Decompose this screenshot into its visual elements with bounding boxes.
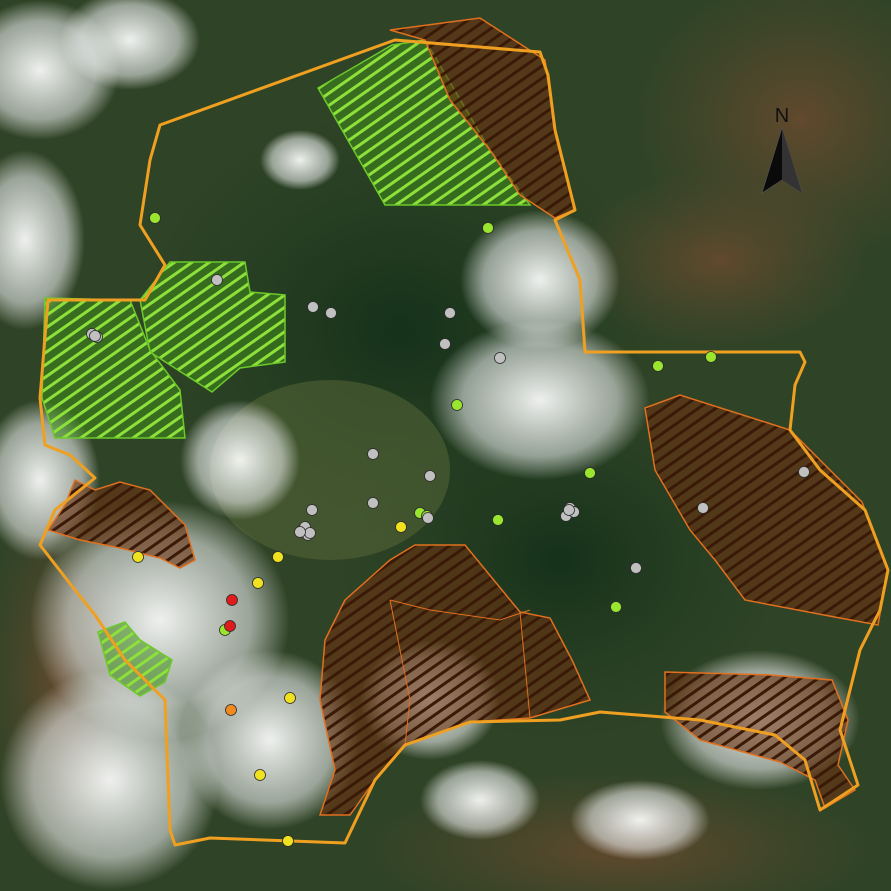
sample-point-yellow[interactable]: [254, 769, 266, 781]
sample-point-gray[interactable]: [563, 504, 575, 516]
sample-point-gray[interactable]: [697, 502, 709, 514]
sample-point-gray[interactable]: [367, 448, 379, 460]
orange-zone-internal-boundary-3: [519, 611, 531, 719]
orange-zone-southeast[interactable]: [664, 671, 857, 810]
orange-zones: [46, 17, 889, 816]
sample-point-gray[interactable]: [444, 307, 456, 319]
sample-point-green[interactable]: [652, 360, 664, 372]
north-arrow-label: N: [775, 105, 789, 127]
sample-point-gray[interactable]: [798, 466, 810, 478]
study-area-boundary[interactable]: [38, 38, 890, 847]
sample-point-yellow[interactable]: [272, 551, 284, 563]
sample-points: [86, 212, 810, 847]
sample-point-green[interactable]: [610, 601, 622, 613]
sample-point-gray[interactable]: [367, 497, 379, 509]
green-zone-west-lower[interactable]: [41, 297, 186, 439]
north-arrow: N: [761, 105, 803, 194]
sample-point-gray[interactable]: [424, 470, 436, 482]
sample-point-gray[interactable]: [630, 562, 642, 574]
sample-point-red[interactable]: [224, 620, 236, 632]
sample-point-green[interactable]: [451, 399, 463, 411]
sample-point-red[interactable]: [226, 594, 238, 606]
sample-point-green[interactable]: [492, 514, 504, 526]
green-zone-west-upper[interactable]: [139, 261, 286, 393]
sample-point-yellow[interactable]: [132, 551, 144, 563]
sample-point-gray[interactable]: [307, 301, 319, 313]
sample-point-gray[interactable]: [422, 512, 434, 524]
sample-point-gray[interactable]: [294, 526, 306, 538]
orange-zone-east[interactable]: [644, 394, 889, 626]
sample-point-yellow[interactable]: [284, 692, 296, 704]
sample-point-gray[interactable]: [439, 338, 451, 350]
orange-zone-internal-boundary-2: [389, 599, 411, 746]
sample-point-gray[interactable]: [89, 330, 101, 342]
sample-point-gray[interactable]: [304, 527, 316, 539]
sample-point-green[interactable]: [584, 467, 596, 479]
sample-point-gray[interactable]: [211, 274, 223, 286]
sample-point-green[interactable]: [149, 212, 161, 224]
green-zone-southwest[interactable]: [97, 621, 173, 697]
sample-point-yellow[interactable]: [395, 521, 407, 533]
sample-point-gray[interactable]: [306, 504, 318, 516]
orange-zone-internal-boundary: [389, 599, 531, 621]
sample-point-gray[interactable]: [494, 352, 506, 364]
green-zones: [41, 39, 532, 697]
sample-point-green[interactable]: [482, 222, 494, 234]
sample-point-yellow[interactable]: [282, 835, 294, 847]
sample-point-gray[interactable]: [325, 307, 337, 319]
cloud-cover: [0, 0, 860, 890]
sample-point-green[interactable]: [705, 351, 717, 363]
sample-point-orange[interactable]: [225, 704, 237, 716]
orange-zone-north[interactable]: [389, 17, 576, 219]
sample-point-yellow[interactable]: [252, 577, 264, 589]
